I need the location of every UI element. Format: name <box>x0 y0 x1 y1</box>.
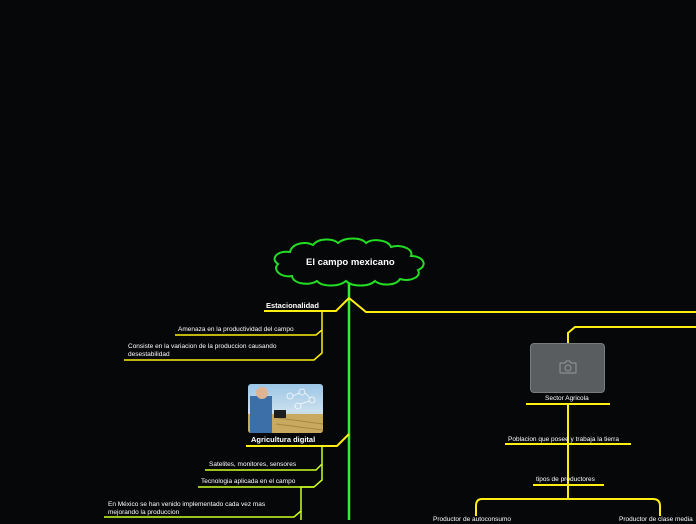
tipos-split <box>475 485 661 516</box>
subtopic-productor-autoconsumo[interactable]: Productor de autoconsumo <box>433 516 512 523</box>
branch-agricultura-sub1 <box>205 446 323 471</box>
branch-right-line <box>348 297 696 313</box>
branch-agricultura-sub2 <box>198 464 323 488</box>
camera-icon <box>559 360 577 374</box>
root-title[interactable]: El campo mexicano <box>306 257 395 268</box>
subtopic-poblacion[interactable]: Poblacion que posee y trabaja la tierra <box>508 436 619 443</box>
branch-estacionalidad-sub2 <box>124 330 323 361</box>
sector-image-placeholder <box>530 343 605 393</box>
branch-sector-line <box>567 326 696 343</box>
topic-sector-agricola[interactable]: Sector Agricola <box>545 395 589 402</box>
subtopic-satelites[interactable]: Satelites, monitores, sensores <box>209 461 297 468</box>
subtopic-mexico[interactable]: En México se han venido implementado cad… <box>108 501 266 516</box>
subtopic-consiste[interactable]: Consiste en la variacion de la produccio… <box>128 343 277 358</box>
subtopic-tipos-productores[interactable]: tipos de productores <box>536 476 595 483</box>
topic-estacionalidad[interactable]: Estacionalidad <box>266 301 319 310</box>
topic-agricultura-digital[interactable]: Agricultura digital <box>251 435 316 444</box>
branch-estacionalidad-line <box>264 297 350 312</box>
subtopic-amenaza[interactable]: Amenaza en la productividad del campo <box>178 326 294 333</box>
root-cloud <box>273 237 425 287</box>
agricultura-photo <box>248 384 323 433</box>
subtopic-tecnologia[interactable]: Tecnologia aplicada en el campo <box>201 478 296 485</box>
subtopic-productor-clase-media[interactable]: Productor de clase media <box>619 516 693 523</box>
branch-estacionalidad-sub1 <box>175 311 323 336</box>
branch-agricultura-line <box>246 433 350 447</box>
